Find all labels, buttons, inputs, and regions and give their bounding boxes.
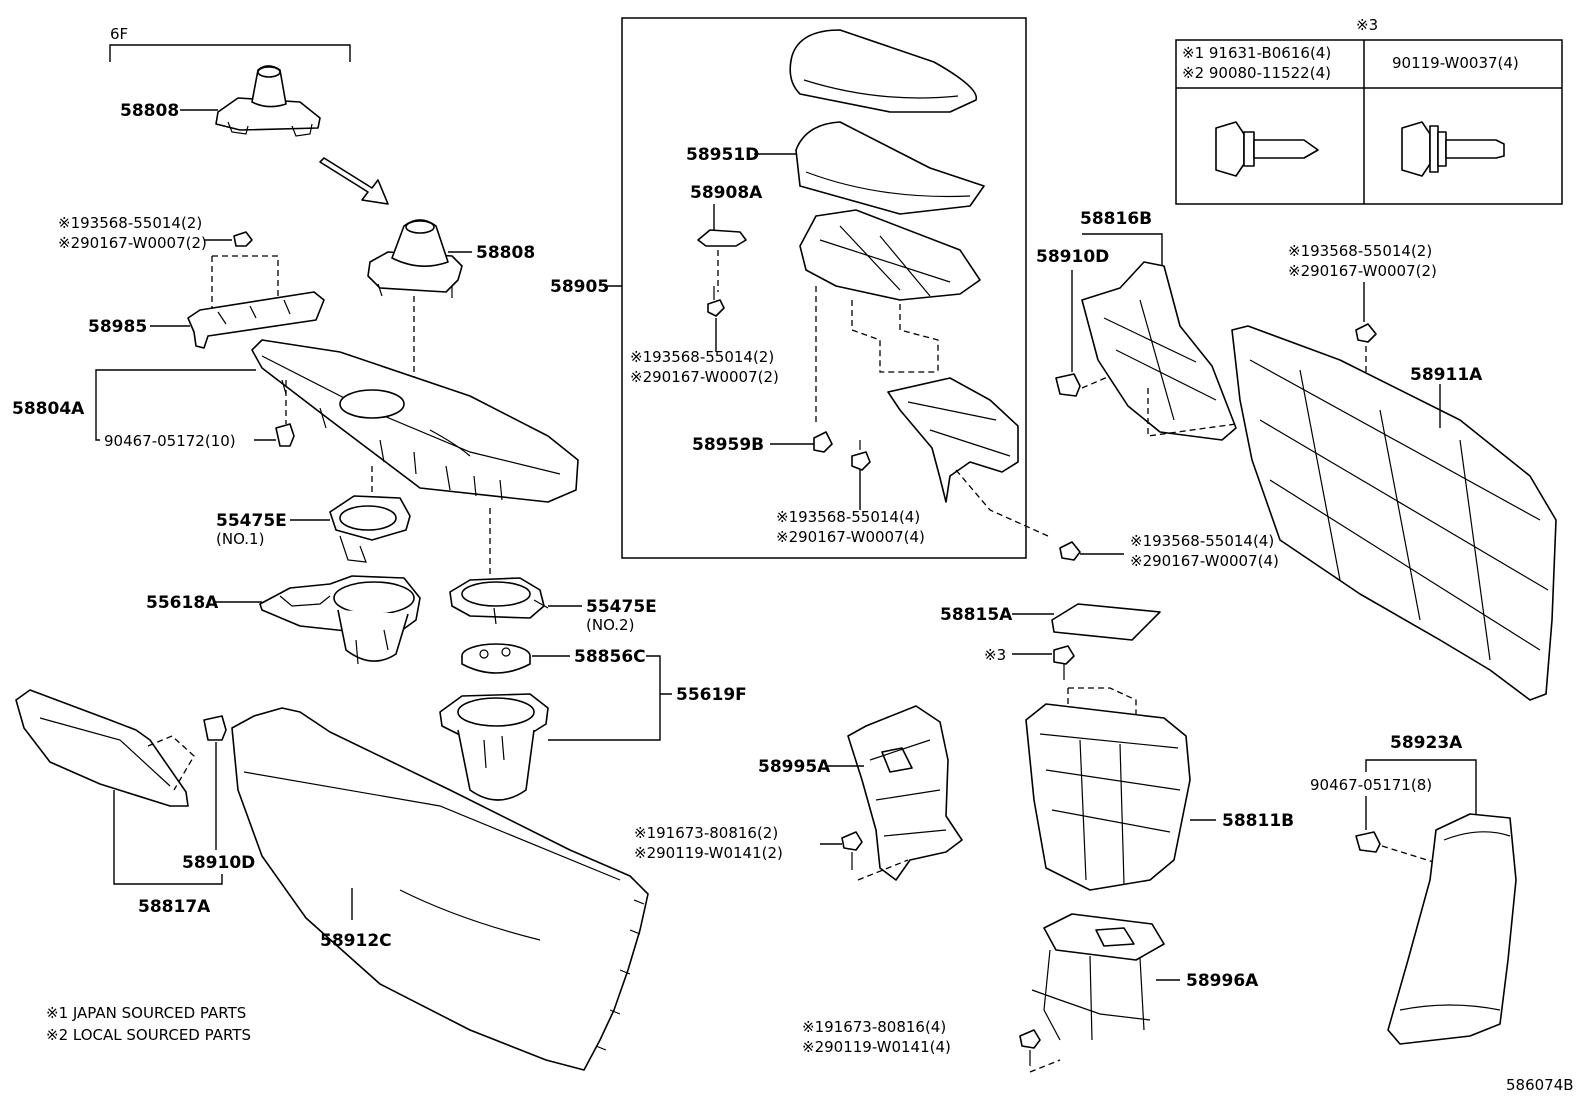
label-58910d-left: 58910D (182, 853, 255, 873)
bolt-table-col2: 90119-W0037(4) (1392, 54, 1519, 72)
label-55619f: 55619F (676, 685, 747, 705)
armrest-pad-58951d (795, 121, 985, 215)
label-58817a: 58817A (138, 897, 211, 917)
bolt-table (1175, 39, 1563, 205)
note-local-sourced: ※2 LOCAL SOURCED PARTS (46, 1026, 251, 1044)
cup-holder-ring-no1 (329, 495, 411, 563)
armrest-hinge-bracket (887, 377, 1019, 503)
bolt-table-col1-line1: ※1 91631-B0616(4) (1182, 44, 1331, 62)
label-58908a-fastener-1: ※193568-55014(2) (630, 348, 774, 366)
diagram-id: 586074B (1506, 1076, 1574, 1094)
label-58911a-fastener-1: ※193568-55014(2) (1288, 242, 1432, 260)
group-label: 6F (110, 25, 128, 43)
bracket-58995a (847, 705, 963, 881)
cup-holder-ring-no2 (449, 577, 549, 625)
label-58985-fastener-2: ※290167-W0007(2) (58, 234, 207, 252)
clip-58910d-left (203, 715, 227, 741)
label-58912c: 58912C (320, 931, 392, 951)
bracket-58985 (187, 291, 325, 349)
shift-boot-top (215, 65, 321, 137)
label-58804a: 58804A (12, 399, 85, 419)
note-japan-sourced: ※1 JAPAN SOURCED PARTS (46, 1004, 246, 1022)
insulator-panel-58911a (1231, 325, 1557, 701)
label-58816b: 58816B (1080, 209, 1152, 229)
side-panel-58817a (15, 689, 189, 807)
washer-bolt-icon (1401, 121, 1505, 177)
flange-bolt-icon (1215, 121, 1319, 177)
label-90467-05172: 90467-05172(10) (104, 432, 236, 450)
label-58995a: 58995A (758, 757, 831, 777)
label-90467-05171: 90467-05171(8) (1310, 776, 1432, 794)
label-58995-fastener-1: ※191673-80816(2) (634, 824, 778, 842)
label-58905-fastener-2: ※290167-W0007(4) (776, 528, 925, 546)
label-58856c: 58856C (574, 647, 646, 667)
label-58910d-right: 58910D (1036, 247, 1109, 267)
cup-holder-mat-58856c (461, 643, 531, 674)
armrest-lid-cover (789, 29, 978, 113)
label-55475e-no2: 55475E (586, 597, 657, 617)
console-box-58811b (1025, 703, 1191, 891)
clip-58910d-right (1055, 373, 1081, 397)
bracket-58996a (1031, 913, 1165, 1041)
label-55475e-no2-sub: (NO.2) (586, 616, 634, 634)
fastener-bolt-58985 (233, 231, 253, 247)
screw-58995a (841, 831, 863, 870)
label-58816-fastener-2: ※290167-W0007(4) (1130, 552, 1279, 570)
group-6f-bracket: 6F (109, 25, 351, 62)
label-55475e-no1: 55475E (216, 511, 287, 531)
console-upper-panel-58804a (251, 339, 579, 503)
label-58815a: 58815A (940, 605, 1013, 625)
label-58811b: 58811B (1222, 811, 1294, 831)
label-58911a-fastener-2: ※290167-W0007(2) (1288, 262, 1437, 280)
label-58905-fastener-1: ※193568-55014(4) (776, 508, 920, 526)
label-55475e-no1-sub: (NO.1) (216, 530, 264, 548)
label-58985-fastener-1: ※193568-55014(2) (58, 214, 202, 232)
label-58923a: 58923A (1390, 733, 1463, 753)
label-58959b: 58959B (692, 435, 764, 455)
console-rear-panel-58816b (1081, 261, 1237, 441)
armrest-assembly-box (621, 17, 1027, 559)
label-58808-top: 58808 (120, 101, 179, 121)
label-58908a: 58908A (690, 183, 763, 203)
label-58995-fastener-2: ※290119-W0141(2) (634, 844, 783, 862)
screw-58911a (1355, 323, 1377, 343)
screw-58908a (707, 286, 725, 317)
label-58985: 58985 (88, 317, 147, 337)
clip-90467-8 (1355, 831, 1381, 853)
label-mark-3: ※3 (984, 646, 1006, 664)
label-58911a: 58911A (1410, 365, 1483, 385)
console-mat-58815a (1051, 603, 1161, 641)
cup-holder-55618a (259, 575, 421, 665)
bolt-mark-3 (1053, 645, 1075, 680)
label-55618a: 55618A (146, 593, 219, 613)
label-58905: 58905 (550, 277, 609, 297)
label-58816-fastener-1: ※193568-55014(4) (1130, 532, 1274, 550)
screw-58816b (1059, 541, 1081, 561)
clip-58959b (813, 431, 833, 453)
label-58951d: 58951D (686, 145, 759, 165)
bolt-table-col1-line2: ※2 90080-11522(4) (1182, 64, 1331, 82)
direction-arrow-icon (319, 157, 389, 205)
screw-58905 (851, 440, 871, 471)
bracket-58908a (697, 229, 747, 247)
end-trim-58923a (1387, 813, 1517, 1045)
label-58996-fastener-1: ※191673-80816(4) (802, 1018, 946, 1036)
label-58908a-fastener-2: ※290167-W0007(2) (630, 368, 779, 386)
bolt-table-mark: ※3 (1356, 16, 1378, 34)
cup-holder-55619f (439, 693, 549, 801)
label-58996-fastener-2: ※290119-W0141(4) (802, 1038, 951, 1056)
screw-58996a (1019, 1029, 1041, 1066)
armrest-base-frame (799, 209, 981, 301)
label-58808-mid: 58808 (476, 243, 535, 263)
console-side-panel-58912c (231, 707, 649, 1071)
clip-90467-10 (275, 423, 295, 447)
shift-boot-mid (367, 219, 463, 298)
label-58996a: 58996A (1186, 971, 1259, 991)
